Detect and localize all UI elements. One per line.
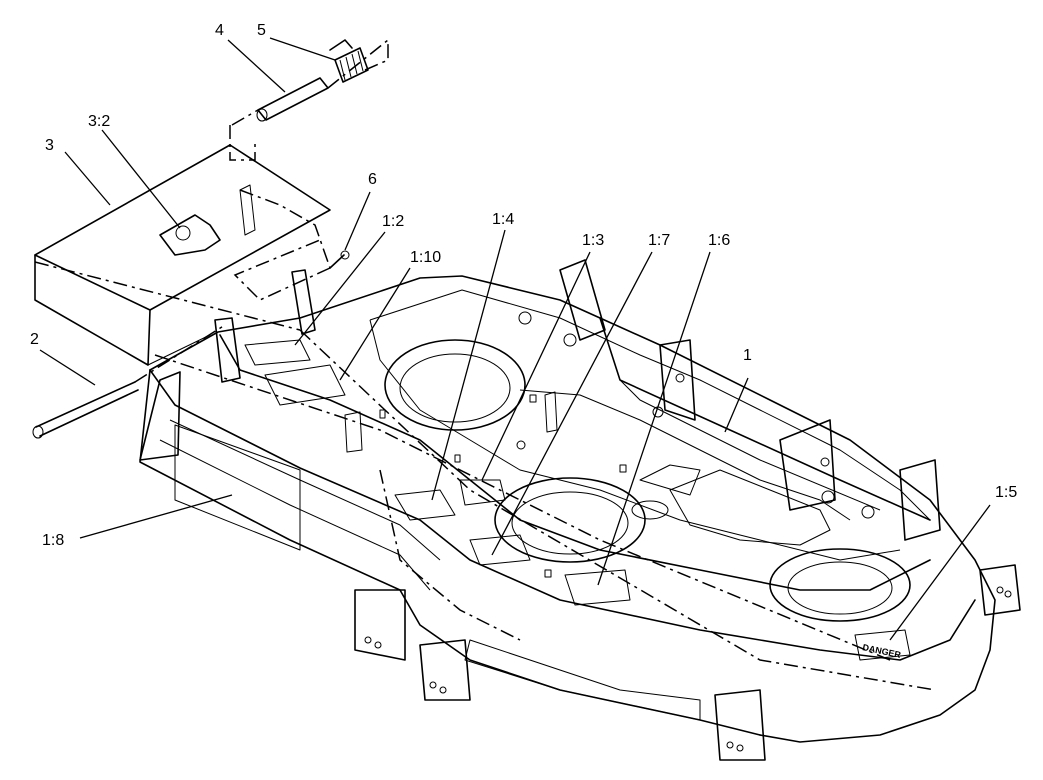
callout-2: 2: [30, 331, 39, 348]
leader-1-4: [431, 229, 506, 501]
bolt: [329, 250, 350, 269]
leader-5: [269, 37, 336, 61]
leader-1-2: [294, 231, 386, 346]
callout-1-3: 1:3: [582, 232, 604, 249]
callout-6: 6: [368, 171, 377, 188]
callout-4: 4: [215, 22, 224, 39]
leader-6: [344, 191, 371, 251]
leader-3: [64, 151, 111, 206]
leader-1-5: [889, 504, 991, 641]
leader-3-2: [101, 129, 181, 229]
callout-5: 5: [257, 22, 266, 39]
callout-1-5: 1:5: [995, 484, 1017, 501]
callout-1-10: 1:10: [410, 249, 441, 266]
leader-1: [724, 377, 749, 433]
leader-1-6: [597, 251, 711, 586]
leader-1-7: [491, 251, 653, 556]
callout-3-2: 3:2: [88, 113, 110, 130]
callout-1-7: 1:7: [648, 232, 670, 249]
assembly-lines: [34, 38, 936, 691]
callout-1-8: 1:8: [42, 532, 64, 549]
leader-1-10: [339, 267, 411, 381]
leader-1-3: [481, 251, 591, 481]
cover: [34, 144, 331, 366]
callout-3: 3: [45, 137, 54, 154]
callout-1: 1: [743, 347, 752, 364]
callout-labels: 1 2 3 3:2 4 5 6 1:2 1:10 1:4 1:3 1:7 1:6…: [30, 22, 1017, 549]
leader-1-8: [79, 494, 233, 539]
callout-1-4: 1:4: [492, 211, 514, 228]
leader-2: [39, 349, 96, 386]
mower-deck: DANGER: [139, 259, 1021, 761]
leader-4: [227, 39, 286, 93]
leader-lines: [39, 37, 991, 641]
rod: [32, 381, 139, 439]
callout-1-2: 1:2: [382, 213, 404, 230]
callout-1-6: 1:6: [708, 232, 730, 249]
